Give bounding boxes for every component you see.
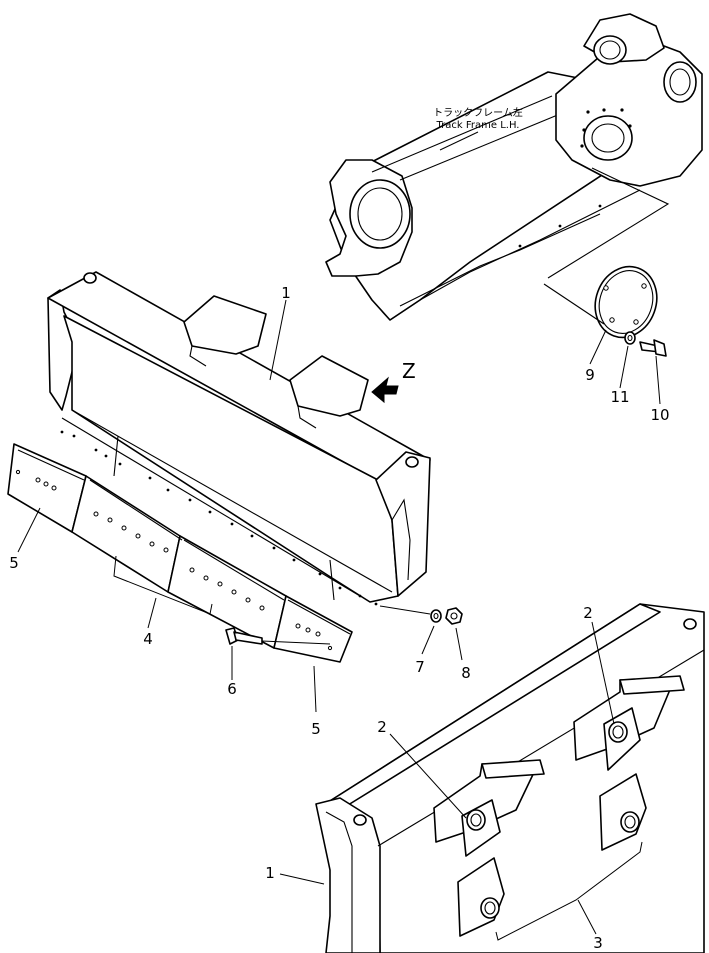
view-z-label: Z xyxy=(402,359,416,383)
cover-plate xyxy=(594,265,658,339)
leader-1-lower xyxy=(279,873,325,885)
callout-7: 7 xyxy=(415,658,425,676)
leader-7 xyxy=(421,625,435,655)
end-bit-right xyxy=(273,595,353,663)
leader-1-upper xyxy=(269,299,287,381)
track-frame-leader xyxy=(439,131,479,151)
cover-bolt xyxy=(639,339,667,357)
edge-bolt xyxy=(225,627,331,645)
callout-2-right: 2 xyxy=(583,604,593,622)
callout-1-lower: 1 xyxy=(265,864,275,882)
cutting-edge xyxy=(71,475,287,649)
edge-washer xyxy=(430,609,442,623)
view-z-marker: Z xyxy=(371,359,416,404)
leader-4 xyxy=(147,597,157,629)
callout-6: 6 xyxy=(227,680,237,698)
callout-4: 4 xyxy=(143,630,153,648)
cover-washer xyxy=(624,331,636,345)
track-frame-label-en: Track Frame L.H. xyxy=(436,120,520,131)
callout-2-left: 2 xyxy=(377,718,387,736)
nut-guide-line xyxy=(379,605,431,615)
blade-upper xyxy=(47,271,431,606)
leader-3 xyxy=(577,899,597,935)
leader-2-left xyxy=(389,733,467,819)
bracket-4 xyxy=(113,555,213,615)
leader-11 xyxy=(619,345,629,389)
end-bit-left xyxy=(7,443,87,533)
leader-10 xyxy=(655,355,661,405)
leader-5-right xyxy=(313,665,317,713)
track-frame-label-jp: トラックフレーム左 xyxy=(433,106,523,119)
leader-9 xyxy=(589,329,607,365)
leader-5-left xyxy=(17,507,41,553)
edge-nut xyxy=(445,607,463,625)
track-frame xyxy=(325,13,703,321)
callout-5-right: 5 xyxy=(311,720,321,738)
callout-11: 11 xyxy=(610,388,629,406)
lower-bracket-group-bracket xyxy=(495,841,643,941)
callout-3: 3 xyxy=(593,934,603,952)
callout-5-left: 5 xyxy=(9,554,19,572)
bracket-left xyxy=(433,759,545,857)
callout-10: 10 xyxy=(650,406,669,424)
callout-9: 9 xyxy=(585,366,595,384)
lower-bracket-right xyxy=(599,773,647,851)
leader-8 xyxy=(455,627,463,661)
callout-1-upper: 1 xyxy=(281,284,291,302)
cover-guide-line xyxy=(543,283,605,325)
callout-8: 8 xyxy=(461,664,471,682)
lower-bracket-left xyxy=(457,857,505,937)
bracket-right xyxy=(573,675,685,771)
leader-2-right xyxy=(591,621,615,725)
